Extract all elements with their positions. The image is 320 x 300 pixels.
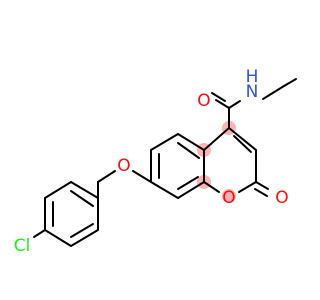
bond-ph-c4-cl <box>33 229 46 238</box>
bond-ph-c4-c5 <box>44 229 72 247</box>
atom-label-h-amide: H <box>246 67 259 87</box>
bond-c2-o-lactone-1 <box>255 181 269 190</box>
bond-c2-o-lactone-2 <box>254 188 268 197</box>
bond-ph-c5-c6-1 <box>70 229 99 247</box>
bond-ph-c2-c3 <box>44 181 72 199</box>
bond-c5-c6 <box>150 133 179 151</box>
bond-c7-c8 <box>150 181 179 199</box>
highlight-dot-o-ring <box>222 189 236 203</box>
bond-c7-o-ether <box>132 170 152 183</box>
atom-label-o-carbonyl: O <box>197 91 210 111</box>
atom-label-chlorine: Cl <box>14 236 31 256</box>
molecule-structure-diagram: O N H O O O Cl <box>14 67 297 256</box>
bond-ph-c5-c6-2 <box>70 223 94 238</box>
atom-label-layer: O N H O O O Cl <box>14 67 289 256</box>
bond-ch2-ch3 <box>283 78 297 87</box>
atom-label-n-amide: N <box>246 82 259 102</box>
bond-c4-c4a <box>203 127 230 151</box>
bond-ph-c1-c2-1 <box>70 181 99 199</box>
bond-layer <box>33 78 297 247</box>
bond-carbonyl-c-o-2 <box>211 92 226 102</box>
atom-label-o-ring: O <box>222 188 235 208</box>
bond-c4-c3-1 <box>228 127 257 151</box>
bond-c8-c8a-2 <box>177 176 199 190</box>
bond-c4a-c5-1 <box>177 133 205 151</box>
atom-label-o-ether: O <box>117 156 130 176</box>
bond-carbonyl-c-n <box>228 100 241 109</box>
bond-n-ch2 <box>262 85 285 100</box>
bond-c4-c3-2 <box>233 135 252 153</box>
bond-c4a-c5-2 <box>177 142 200 159</box>
bond-o-ring-c8a <box>203 181 220 193</box>
atom-label-o-lactone: O <box>275 188 288 208</box>
bond-carbonyl-c-o-1 <box>215 99 230 109</box>
bond-o-ether-ch2 <box>97 170 116 183</box>
bond-ph-c1-c2-2 <box>70 190 94 207</box>
bond-c2-o-ring <box>238 181 257 193</box>
bond-c8-c8a-1 <box>177 181 205 199</box>
